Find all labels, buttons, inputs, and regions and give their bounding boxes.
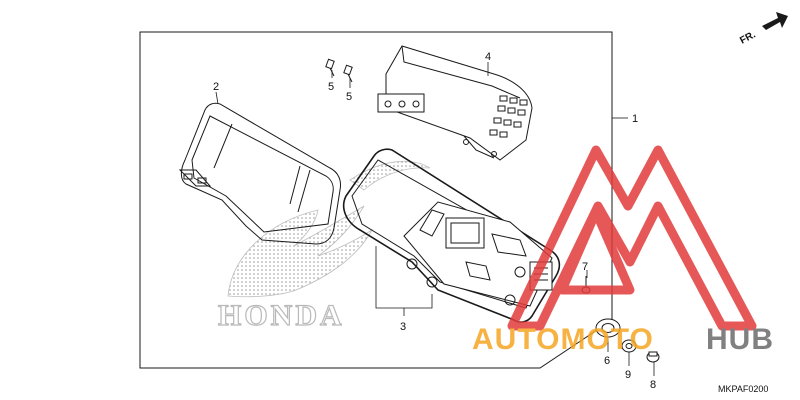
assembly-frame [139, 31, 613, 369]
front-arrow-icon [762, 12, 788, 30]
part-9-washer [621, 339, 637, 353]
part-6-grommet [595, 318, 621, 338]
part-8-bolt [646, 351, 660, 363]
watermark-logo-mark [507, 145, 757, 331]
callout-4: 4 [485, 51, 491, 63]
front-direction-indicator: FR. [738, 12, 788, 47]
part-5-screw-left [325, 58, 335, 77]
part-code: MKPAF0200 [718, 384, 768, 394]
callout-1: 1 [632, 113, 638, 125]
callout-5-right: 5 [346, 91, 352, 103]
part-2-meter-cover [178, 102, 341, 245]
part-5-screw-right [343, 64, 353, 83]
callout-6: 6 [604, 355, 610, 367]
callout-leaders [215, 62, 655, 376]
watermark-brand-left: AUTOMOTO [472, 323, 654, 356]
part-4-meter-upper-case [377, 45, 533, 161]
callout-9: 9 [625, 369, 631, 381]
honda-logo-text: HONDA [218, 299, 345, 332]
callout-2: 2 [213, 81, 219, 93]
callout-5-left: 5 [328, 81, 334, 93]
automotohub-watermark: AUTOMOTO HUB [472, 145, 774, 356]
honda-wing-logo: HONDA [217, 160, 431, 333]
callout-3: 3 [400, 321, 406, 333]
front-direction-label: FR. [738, 29, 758, 46]
callout-7: 7 [582, 261, 588, 273]
watermark-brand-right: HUB [706, 323, 774, 356]
callout-8: 8 [650, 379, 656, 391]
